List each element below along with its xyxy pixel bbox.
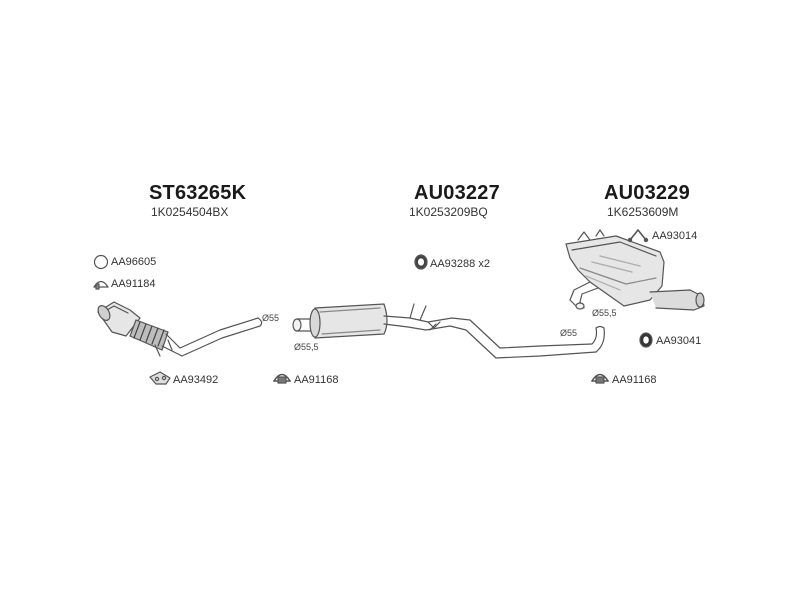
bracket-icon xyxy=(627,229,649,243)
ring-gasket-label: AA96605 xyxy=(111,256,157,268)
clamp-middle-label: AA91168 xyxy=(294,374,339,386)
front-outlet-diameter: Ø55 xyxy=(262,313,280,323)
middle-inlet-diameter: Ø55,5 xyxy=(294,342,319,352)
rubber-hanger-label: AA93288 x2 xyxy=(430,258,490,270)
rear-assembly-oem: 1K6253609M xyxy=(607,205,679,219)
front-assembly-oem: 1K0254504BX xyxy=(151,205,229,219)
rear-silencer-icon xyxy=(565,229,705,311)
clamp-icon xyxy=(93,280,109,290)
middle-assembly-code: AU03227 xyxy=(414,182,500,204)
bracket-label: AA93014 xyxy=(652,230,698,242)
middle-assembly-oem: 1K0253209BQ xyxy=(409,205,488,219)
front-assembly-code: ST63265K xyxy=(149,182,247,204)
ring-icon xyxy=(93,254,109,270)
gasket-icon xyxy=(149,371,171,385)
middle-silencer-icon xyxy=(292,303,605,359)
mount-icon xyxy=(639,332,653,348)
hanger-icon xyxy=(414,254,428,270)
clamp-rear-label: AA91168 xyxy=(612,374,657,386)
catalytic-converter-icon xyxy=(97,301,263,357)
clamp-front-label: AA91184 xyxy=(111,278,156,290)
rear-inlet-diameter: Ø55,5 xyxy=(592,308,617,318)
gasket-front-label: AA93492 xyxy=(173,374,219,386)
clamp-icon xyxy=(273,373,291,384)
rubber-mount-label: AA93041 xyxy=(656,335,702,347)
rear-assembly-code: AU03229 xyxy=(604,182,690,204)
middle-outlet-diameter: Ø55 xyxy=(560,328,578,338)
clamp-icon xyxy=(591,373,609,384)
